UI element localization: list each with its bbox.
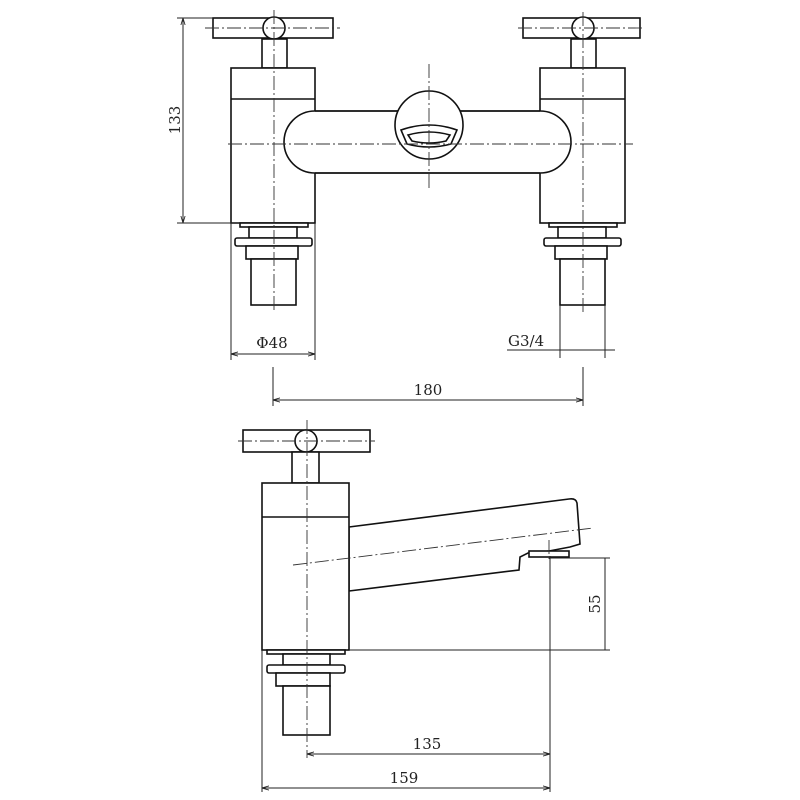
- right-hex-nut: [554, 245, 608, 260]
- dimension-spout-height: 55: [349, 557, 610, 651]
- left-shank: [248, 226, 298, 239]
- dimension-spout-reach: 135: [307, 556, 551, 792]
- side-shank: [282, 653, 331, 666]
- side-view: 55 135 159: [238, 420, 610, 792]
- left-inlet-pipe: [250, 258, 297, 306]
- side-stem: [291, 451, 320, 484]
- side-body: [261, 482, 350, 651]
- front-view: 133 Φ48 G3/4 180: [166, 10, 645, 406]
- dimension-height-label: 133: [166, 106, 184, 135]
- dimension-body-diameter-label: Φ48: [256, 334, 287, 352]
- dimension-body-diameter: Φ48: [230, 223, 316, 360]
- right-stem: [570, 38, 597, 69]
- side-inlet-pipe: [282, 685, 331, 736]
- right-shank: [557, 226, 607, 239]
- left-stem: [261, 38, 288, 69]
- dimension-overall-depth: 159: [261, 650, 550, 792]
- dimension-centres-label: 180: [414, 381, 443, 399]
- side-flange: [266, 664, 346, 674]
- dimension-overall-depth-label: 159: [390, 769, 419, 787]
- left-hex-nut: [245, 245, 299, 260]
- dimension-centres: 180: [272, 367, 584, 406]
- side-hex-nut: [275, 672, 331, 687]
- dimension-height: 133: [166, 17, 240, 224]
- left-flange: [234, 237, 313, 247]
- dimension-spout-height-label: 55: [586, 594, 604, 613]
- right-inlet-pipe: [559, 258, 606, 306]
- side-spout: [348, 498, 581, 592]
- right-flange: [543, 237, 622, 247]
- dimension-thread-label: G3/4: [508, 332, 544, 350]
- dimension-spout-reach-label: 135: [413, 735, 442, 753]
- dimension-thread: G3/4: [507, 305, 615, 358]
